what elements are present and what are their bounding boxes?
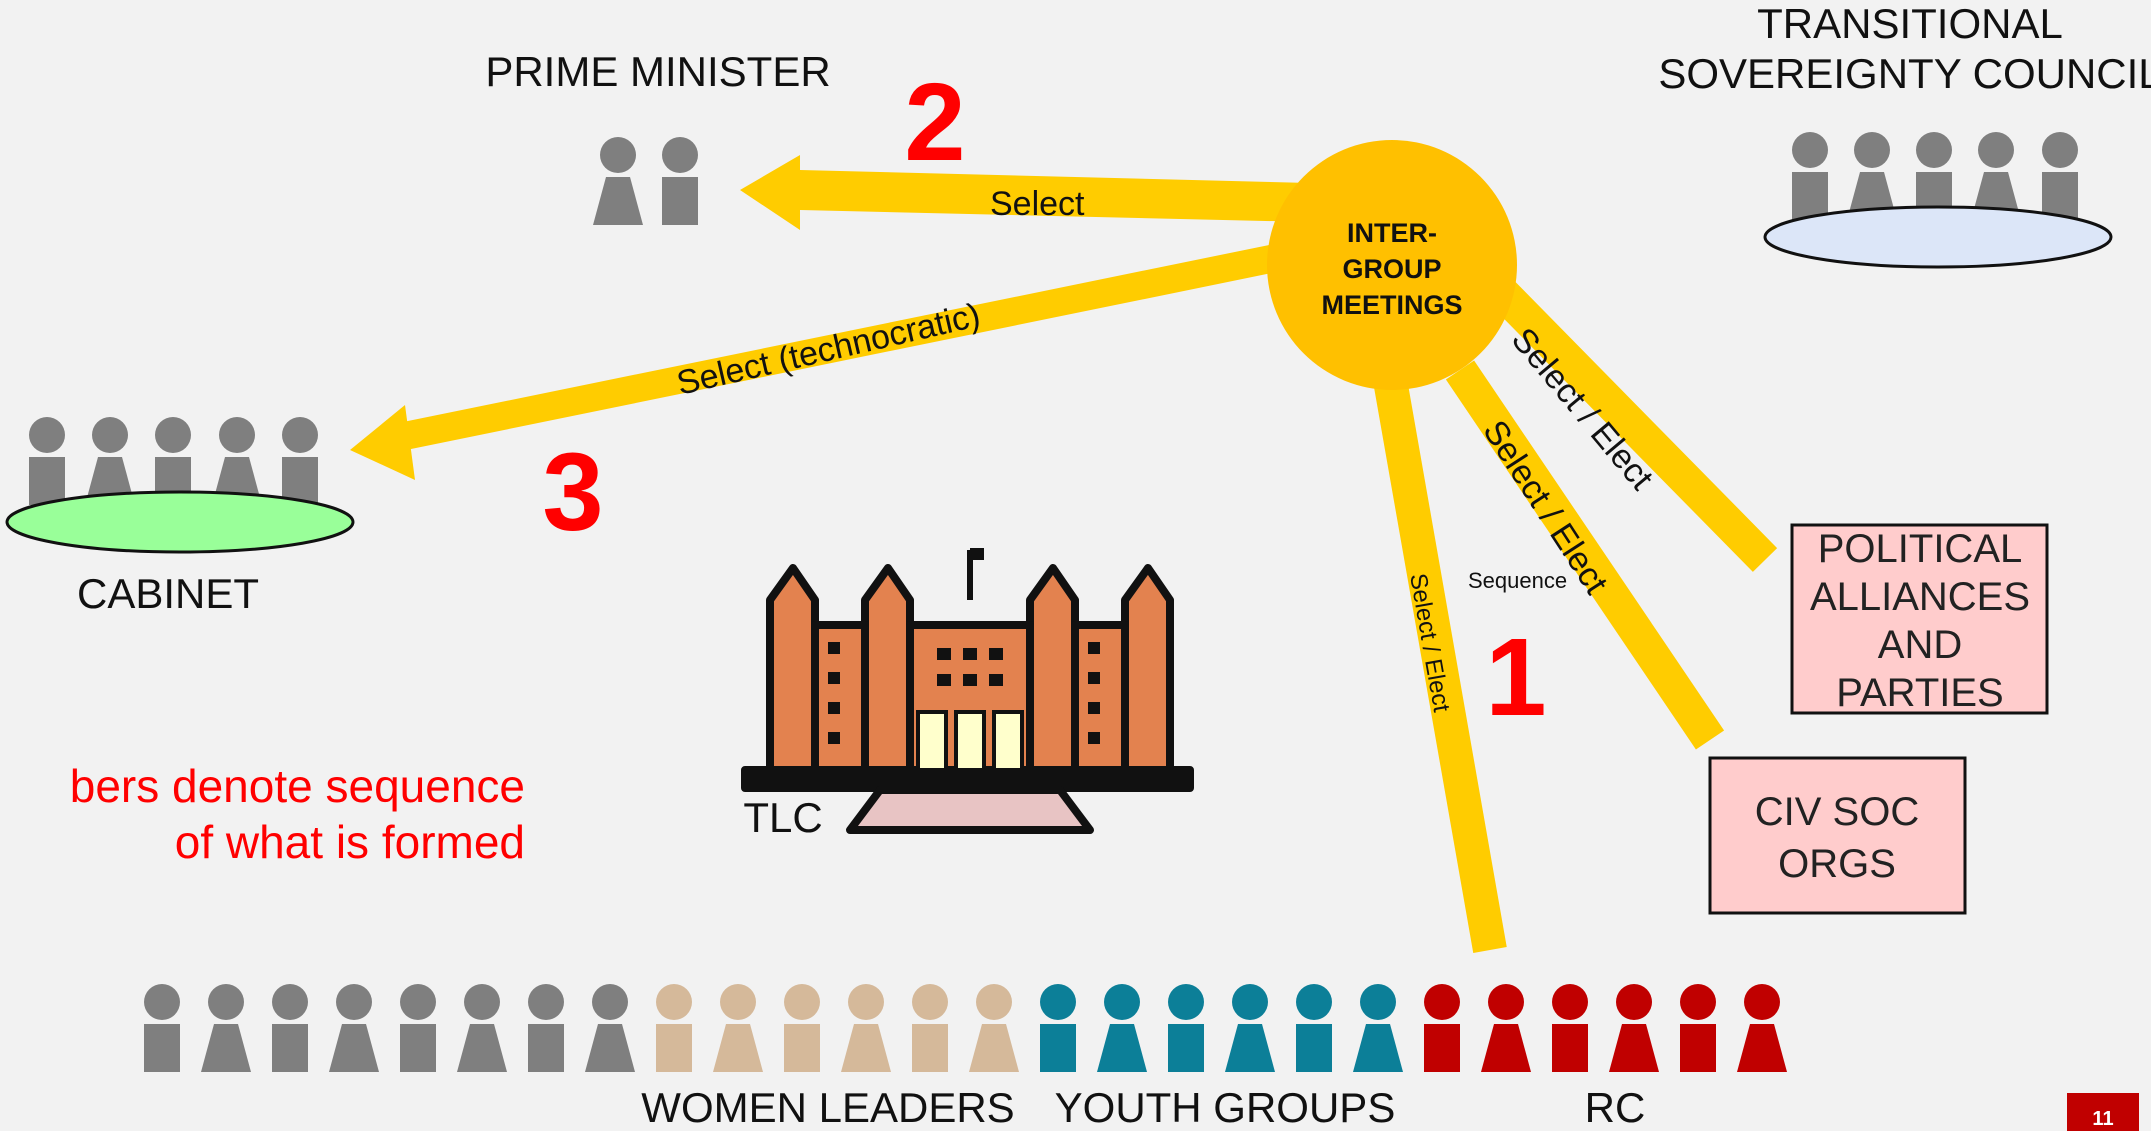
cabinet-label: CABINET [77, 570, 259, 617]
women-leader-person [841, 984, 891, 1072]
select-technocratic-arrow-to-cabinet [350, 241, 1293, 480]
rc-person [1481, 984, 1531, 1072]
rc-person [1680, 984, 1716, 1072]
women-leader-person [784, 984, 820, 1072]
civsoc-line1: CIV SOC [1755, 790, 1919, 834]
number-2: 2 [904, 61, 965, 184]
page-number: 11 [2092, 1108, 2113, 1130]
political-line3: AND [1878, 623, 1962, 667]
civ-soc-orgs-box [1708, 756, 1967, 915]
select-label: Select [990, 185, 1085, 223]
rc-person [1737, 984, 1787, 1072]
select-technocratic-label: Select (technocratic) [673, 296, 984, 403]
unlabeled-group-person [400, 984, 436, 1072]
youth-group-person [1097, 984, 1147, 1072]
sequence-label: Sequence [1468, 568, 1567, 593]
tlc-label: TLC [743, 794, 822, 841]
youth-group-person [1225, 984, 1275, 1072]
youth-groups-label: YOUTH GROUPS [1055, 1084, 1396, 1131]
rc-person [1552, 984, 1588, 1072]
rc-label: RC [1585, 1084, 1646, 1131]
women-leader-person [912, 984, 948, 1072]
select-elect-band-civsoc [1445, 360, 1725, 750]
hub-line3: MEETINGS [1321, 290, 1462, 320]
rc-person [1609, 984, 1659, 1072]
select-elect-band-groups [1373, 377, 1507, 953]
unlabeled-group-person [272, 984, 308, 1072]
select-arrow-to-pm [740, 155, 1310, 230]
tlc-building-icon [741, 548, 1194, 834]
tsc-label-line1: TRANSITIONAL [1757, 0, 2063, 47]
youth-group-person [1168, 984, 1204, 1072]
tlc-building-windows [828, 642, 1100, 744]
women-leaders-label: WOMEN LEADERS [641, 1084, 1014, 1131]
tlc-building-doors [916, 710, 1024, 772]
select-elect-band-political [1457, 248, 1778, 572]
unlabeled-group-person [585, 984, 635, 1072]
youth-group-person [1040, 984, 1076, 1072]
unlabeled-group-person [457, 984, 507, 1072]
unlabeled-group-person [144, 984, 180, 1072]
political-alliances-box [1790, 523, 2049, 715]
sequence-note-line1: bers denote sequence [70, 760, 525, 812]
constituent-groups-figures [144, 984, 1787, 1072]
tsc-label-line2: SOVEREIGNTY COUNCIL [1658, 50, 2151, 97]
page-number-badge [2067, 1093, 2139, 1131]
hub-line1: INTER- [1347, 218, 1437, 248]
youth-group-person [1353, 984, 1403, 1072]
women-leader-person [656, 984, 692, 1072]
political-line4: PARTIES [1836, 671, 2003, 715]
political-line1: POLITICAL [1818, 527, 2023, 571]
women-leader-person [969, 984, 1019, 1072]
women-leader-person [713, 984, 763, 1072]
political-line2: ALLIANCES [1810, 575, 2030, 619]
rc-person [1424, 984, 1460, 1072]
unlabeled-group-person [201, 984, 251, 1072]
unlabeled-group-person [329, 984, 379, 1072]
sequence-note-line2: of what is formed [175, 816, 525, 868]
youth-group-person [1296, 984, 1332, 1072]
prime-minister-label: PRIME MINISTER [485, 48, 830, 95]
tsc-table [1763, 205, 2113, 269]
civsoc-line2: ORGS [1778, 842, 1896, 886]
number-3: 3 [542, 431, 603, 554]
prime-minister-figures [593, 137, 698, 225]
inter-group-meetings-hub [1267, 140, 1517, 390]
unlabeled-group-person [528, 984, 564, 1072]
cabinet-table [5, 490, 355, 554]
hub-line2: GROUP [1342, 254, 1441, 284]
number-1: 1 [1485, 616, 1546, 739]
